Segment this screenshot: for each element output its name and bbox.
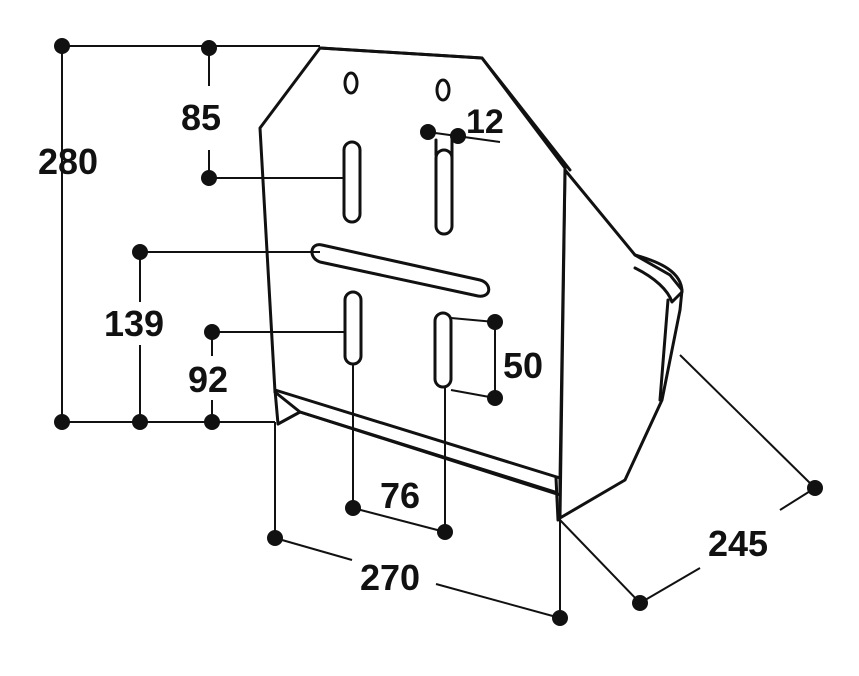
dim-label-top-to-slot: 85 xyxy=(181,97,221,138)
bracket-top-edge xyxy=(318,46,572,172)
dim-label-hole-offset: 12 xyxy=(466,103,504,141)
dimension-lines xyxy=(54,38,823,626)
dim-label-lower-height: 92 xyxy=(188,359,228,400)
slot-upper-left xyxy=(342,140,362,224)
mounting-hole-left xyxy=(343,71,359,95)
slot-upper-right xyxy=(434,148,454,236)
mounting-hole-right xyxy=(435,78,451,102)
dim-label-width: 270 xyxy=(360,557,420,598)
dim-label-depth: 245 xyxy=(708,523,768,564)
bracket-front-edge xyxy=(554,476,560,522)
bracket-side-rim xyxy=(658,298,670,402)
slot-horizontal xyxy=(310,243,491,298)
dim-label-slot-length: 50 xyxy=(503,345,543,386)
slot-lower-right xyxy=(433,311,453,389)
bracket-side-wing xyxy=(558,168,684,520)
dim-label-slot-spacing: 76 xyxy=(380,475,420,516)
bracket-side-lip xyxy=(633,253,684,304)
slot-upper-right-neck xyxy=(434,138,454,162)
dim-label-overall-height: 280 xyxy=(38,141,98,182)
dim-label-middle-height: 139 xyxy=(104,303,164,344)
bracket-flange-fold xyxy=(273,390,557,494)
